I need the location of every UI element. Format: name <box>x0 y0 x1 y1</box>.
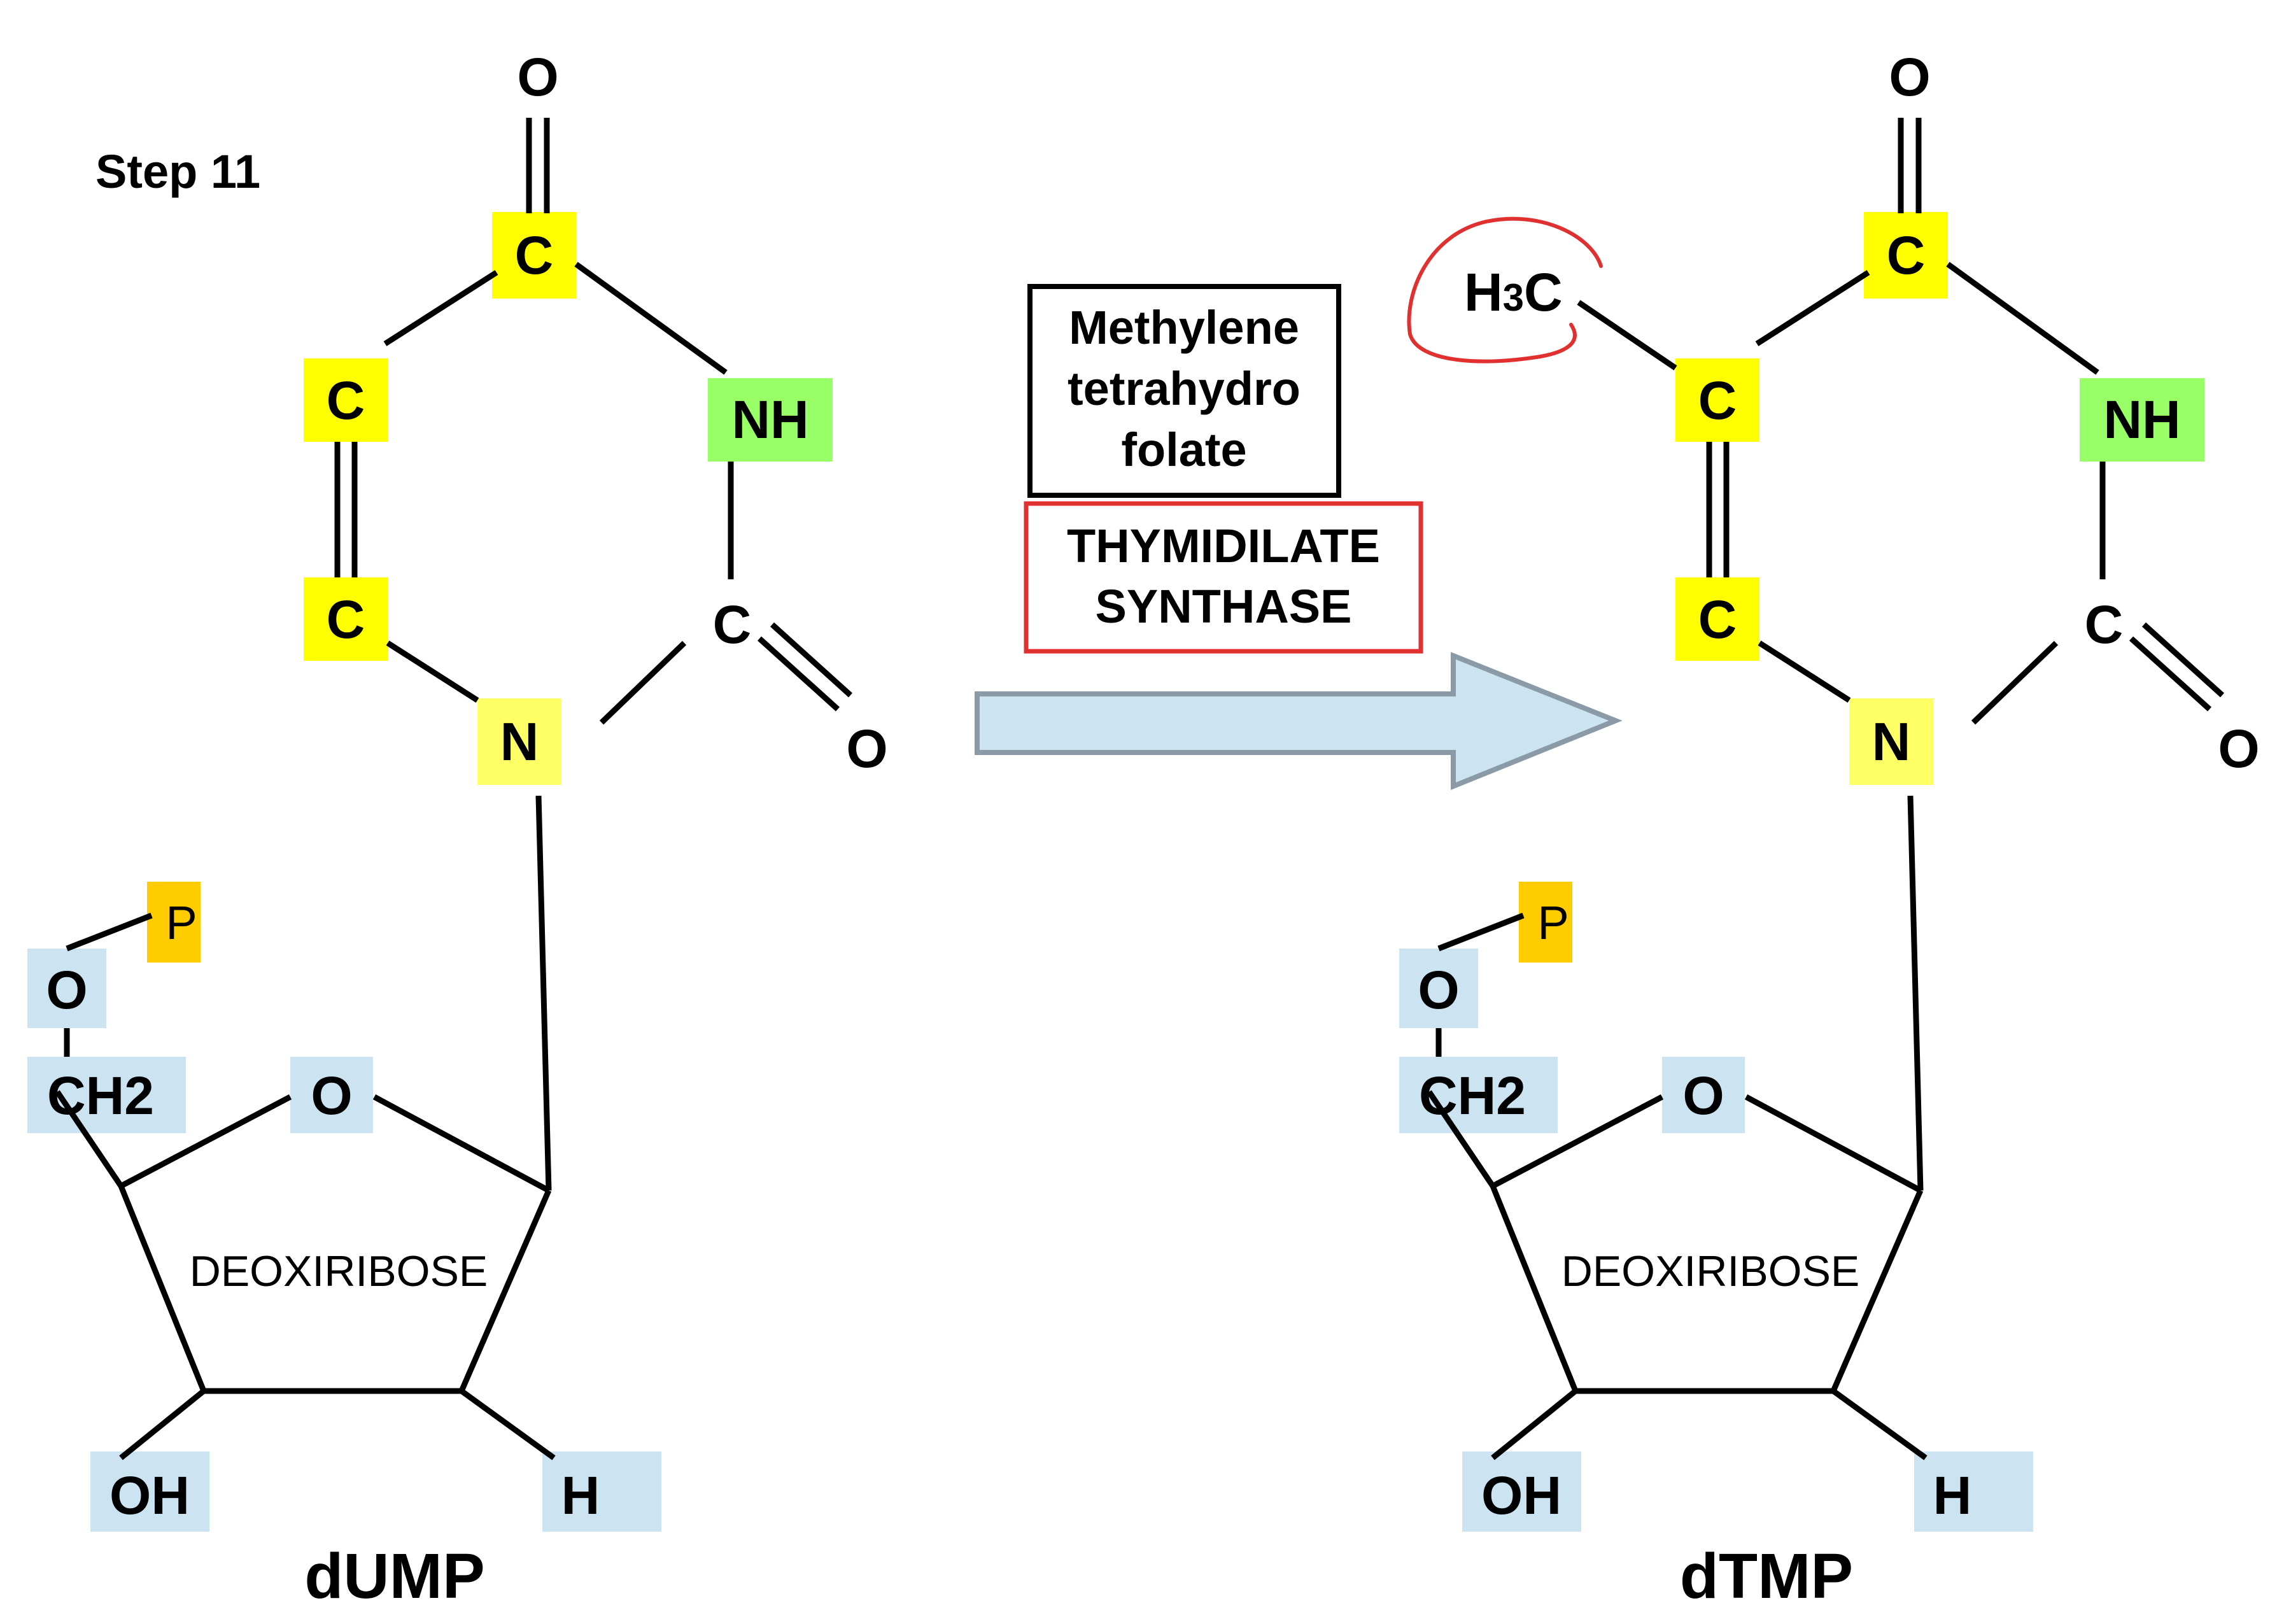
n1-label: N <box>500 712 539 772</box>
cofactor-box <box>1027 284 1341 498</box>
reaction-arrow <box>975 652 1623 790</box>
dump-molecule: O C C C NH C O N P O CH2 O DEOXIRIBOSE O… <box>27 47 888 1612</box>
c4-c5-bond-right <box>1755 270 1870 346</box>
c4-highlight <box>492 212 576 299</box>
c3prime-oh-bond-right <box>1491 1388 1577 1460</box>
o4-label: O <box>517 47 558 107</box>
cofactor-line-2: tetrahydro <box>1068 362 1301 415</box>
n1-label-right: N <box>1872 712 1911 772</box>
deoxyribose-label: DEOXIRIBOSE <box>190 1247 488 1296</box>
c2-n1-bond-right <box>1971 640 2059 725</box>
dtmp-molecule: H3C O C C C NH C O N P O CH2 O DEOXIRIBO… <box>1399 47 2260 1612</box>
o5-highlight-right <box>1399 949 1478 1028</box>
c5-label: C <box>327 371 365 430</box>
ring-oxygen-highlight-right <box>1662 1057 1745 1133</box>
step-label: Step 11 <box>95 145 260 198</box>
enzyme-line-2: SYNTHASE <box>1096 580 1352 633</box>
h-label-right: H <box>1933 1465 1972 1525</box>
cofactor-line-1: Methylene <box>1069 301 1299 354</box>
cofactor-line-3: folate <box>1121 423 1246 476</box>
methyl-annotation-circle <box>1407 216 1603 364</box>
c4-n3-bond <box>574 262 728 375</box>
c5-highlight-right <box>1675 358 1759 442</box>
ring-o-c4prime-bond <box>119 1094 292 1189</box>
c2-o2-double-bond-b <box>770 622 853 698</box>
enzyme-box <box>1024 501 1423 654</box>
o2-label-right: O <box>2218 719 2259 779</box>
ch2-highlight <box>27 1057 186 1133</box>
glycosidic-bond-right <box>1907 795 1924 1191</box>
n3-highlight-right <box>2080 378 2204 462</box>
c2-o2-double-bond-a-right <box>2129 636 2212 712</box>
deoxyribose-label-right: DEOXIRIBOSE <box>1561 1247 1860 1296</box>
methyl-label: H3C <box>1464 262 1563 322</box>
n3-label-right: NH <box>2103 390 2180 449</box>
c4-label: C <box>515 225 554 285</box>
o2-label: O <box>846 719 887 779</box>
o5-label: O <box>46 960 87 1020</box>
n3-highlight <box>708 378 833 462</box>
h-highlight <box>542 1451 661 1532</box>
ch2-highlight-right <box>1399 1057 1558 1133</box>
ring-oxygen-label-right: O <box>1682 1066 1724 1126</box>
o5-label-right: O <box>1418 960 1459 1020</box>
c1prime-ring-o-bond-right <box>1744 1094 1922 1193</box>
c6-n1-bond-right <box>1758 640 1851 703</box>
ring-o-c4prime-bond-right <box>1491 1094 1664 1189</box>
c2-o2-double-bond-b-right <box>2141 622 2225 698</box>
glycosidic-bond <box>535 795 552 1191</box>
c2prime-h-bond-right <box>1831 1388 1928 1460</box>
c6-label: C <box>327 590 365 649</box>
c2-label-right: C <box>2085 595 2124 654</box>
c5-label-right: C <box>1698 371 1737 430</box>
enzyme-line-1: THYMIDILATE <box>1067 519 1380 572</box>
c5-highlight <box>304 358 388 442</box>
c2prime-h-bond <box>460 1388 556 1460</box>
c4-highlight-right <box>1864 212 1948 299</box>
deoxyribose-ring-right <box>1490 1185 1924 1394</box>
c3prime-oh-bond <box>119 1388 206 1460</box>
n3-label: NH <box>731 390 808 449</box>
oh-highlight <box>90 1451 209 1532</box>
deoxyribose-ring <box>118 1185 552 1394</box>
c4-label-right: C <box>1887 225 1926 285</box>
o5-p-bond <box>66 912 153 952</box>
oh-label-right: OH <box>1481 1465 1561 1525</box>
h-label: H <box>561 1465 600 1525</box>
methyl-bond <box>1577 300 1677 371</box>
n1-highlight <box>477 698 561 785</box>
o5-highlight <box>27 949 106 1028</box>
c2-label: C <box>713 595 752 654</box>
c4-n3-bond-right <box>1946 262 2099 375</box>
c2-n1-bond <box>599 640 687 725</box>
ch2-c4prime-bond-right <box>1427 1090 1495 1188</box>
c1prime-ring-o-bond <box>372 1094 551 1193</box>
phosphate-highlight <box>147 882 201 963</box>
o5-p-bond-right <box>1437 912 1525 952</box>
ch2-label-right: CH2 <box>1419 1066 1526 1126</box>
dtmp-name: dTMP <box>1680 1541 1853 1612</box>
ring-oxygen-highlight <box>290 1057 373 1133</box>
c2-o2-double-bond-a <box>757 636 840 712</box>
o4-label-right: O <box>1889 47 1930 107</box>
c6-highlight-right <box>1675 577 1759 661</box>
phosphate-label-right: P <box>1537 896 1568 949</box>
phosphate-label: P <box>166 896 197 949</box>
ch2-label: CH2 <box>47 1066 154 1126</box>
c6-label-right: C <box>1698 590 1737 649</box>
oh-highlight-right <box>1462 1451 1581 1532</box>
h-highlight-right <box>1914 1451 2033 1532</box>
ch2-c4prime-bond <box>55 1090 123 1188</box>
c6-n1-bond <box>386 640 479 703</box>
c4-c5-bond <box>383 270 498 346</box>
c6-highlight <box>304 577 388 661</box>
dump-name: dUMP <box>304 1541 484 1612</box>
ring-oxygen-label: O <box>311 1066 352 1126</box>
n1-highlight-right <box>1849 698 1933 785</box>
phosphate-highlight-right <box>1519 882 1572 963</box>
reaction-center: Methylene tetrahydro folate THYMIDILATE … <box>975 284 1623 790</box>
oh-label: OH <box>109 1465 190 1525</box>
